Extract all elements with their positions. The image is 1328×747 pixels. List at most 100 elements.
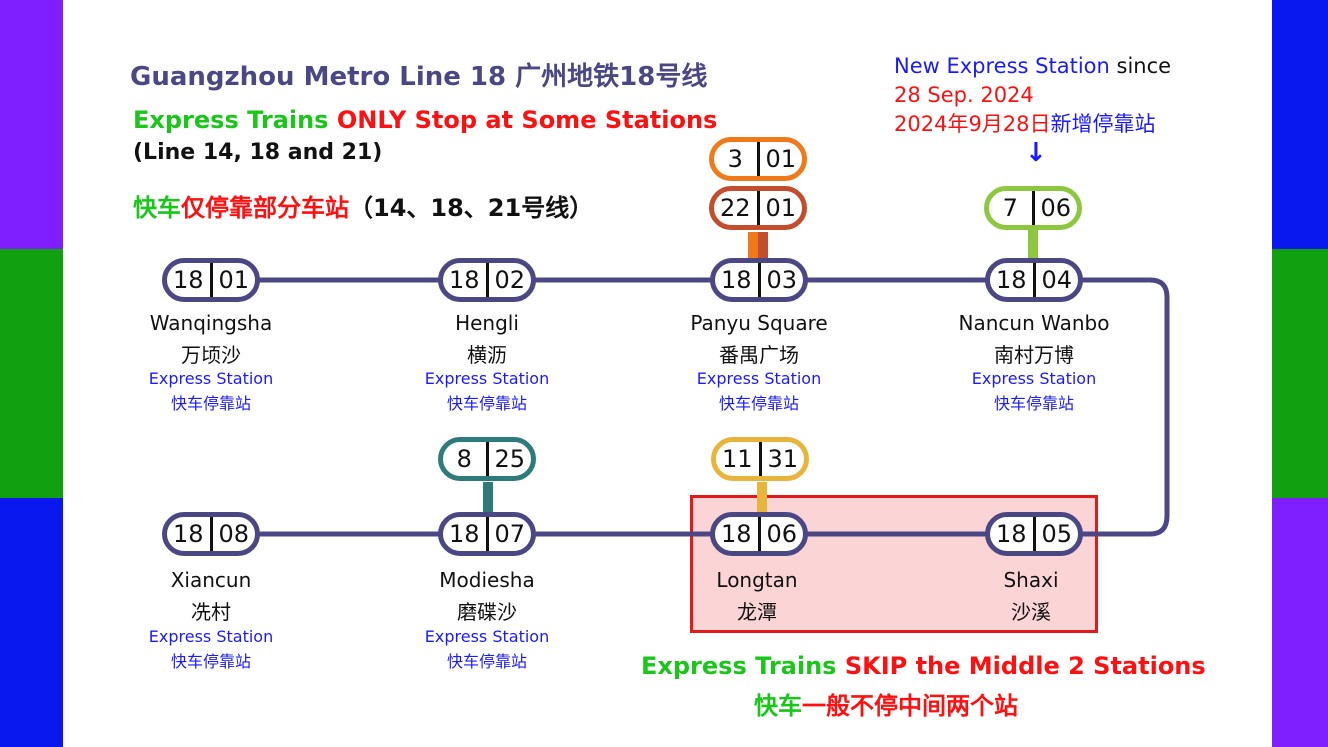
pill-num: 08 [218, 520, 250, 548]
station-name-modiesha: Modiesha 磨碟沙 [387, 568, 587, 625]
transfer-pill-line8[interactable]: 8 25 [438, 437, 536, 481]
connector-22 [748, 232, 758, 260]
express-label-1807: Express Station 快车停靠站 [387, 627, 587, 672]
express-label-en: Express Station [424, 369, 550, 388]
pill-num: 02 [494, 266, 526, 294]
express-label-en: Express Station [148, 627, 274, 646]
station-name-cn: 南村万博 [994, 343, 1074, 367]
express-label-en: Express Station [971, 369, 1097, 388]
pill-num: 06 [766, 520, 798, 548]
pill-line: 18 [172, 520, 204, 548]
pill-num: 25 [494, 445, 526, 473]
notice-arrow-icon: ↓ [1025, 138, 1047, 168]
station-name-en: Hengli [455, 311, 519, 335]
station-name-hengli: Hengli 横沥 [387, 311, 587, 368]
pill-num: 04 [1041, 266, 1073, 294]
station-name-en: Xiancun [170, 568, 252, 592]
new-express-notice: New Express Station since 28 Sep. 2024 2… [894, 52, 1171, 139]
express-label-cn: 快车停靠站 [446, 652, 527, 671]
connector-8 [483, 482, 493, 512]
subtitle-en: Express Trains ONLY Stop at Some Station… [133, 106, 717, 134]
pill-line: 18 [720, 520, 752, 548]
pill-line: 3 [727, 145, 743, 173]
notice-date-en: 28 Sep. 2024 [894, 83, 1034, 107]
transfer-pill-line7[interactable]: 7 06 [984, 186, 1082, 230]
pill-line: 8 [456, 445, 472, 473]
subtitle-cn-lines: （14、18、21号线） [349, 194, 594, 222]
skip-note-cn-express: 快车 [754, 692, 802, 720]
station-name-en: Nancun Wanbo [958, 311, 1110, 335]
express-label-1808: Express Station 快车停靠站 [111, 627, 311, 672]
station-name-en: Wanqingsha [149, 311, 273, 335]
station-name-cn: 万顷沙 [181, 343, 241, 367]
page-title: Guangzhou Metro Line 18 广州地铁18号线 [130, 62, 708, 92]
express-label-cn: 快车停靠站 [170, 652, 251, 671]
pill-line: 11 [721, 445, 753, 473]
station-name-xiancun: Xiancun 冼村 [111, 568, 311, 625]
pill-num: 01 [765, 194, 797, 222]
connector-7 [1028, 228, 1038, 258]
station-name-cn: 磨碟沙 [457, 600, 517, 624]
express-label-en: Express Station [696, 369, 822, 388]
pill-line: 7 [1002, 194, 1018, 222]
station-name-en: Longtan [716, 568, 798, 592]
pill-line: 18 [995, 266, 1027, 294]
station-name-cn: 沙溪 [1011, 600, 1051, 624]
subtitle-express: Express Trains [133, 106, 329, 134]
pill-num: 05 [1041, 520, 1073, 548]
express-label-cn: 快车停靠站 [718, 394, 799, 413]
subtitle-only: ONLY Stop at Some Stations [336, 106, 718, 134]
pill-num: 31 [767, 445, 799, 473]
express-label-cn: 快车停靠站 [446, 394, 527, 413]
station-name-wanqingsha: Wanqingsha 万顷沙 [111, 311, 311, 368]
skip-note-cn: 快车一般不停中间两个站 [754, 686, 1018, 721]
left-band-blue [0, 498, 63, 747]
station-name-cn: 番禺广场 [719, 343, 799, 367]
pill-line: 18 [448, 266, 480, 294]
skip-note-en: Express Trains SKIP the Middle 2 Station… [641, 652, 1206, 680]
station-name-cn: 冼村 [191, 600, 231, 624]
express-label-en: Express Station [424, 627, 550, 646]
subtitle-cn-express: 快车 [133, 194, 181, 222]
notice-cn-new: 新增停靠站 [1050, 112, 1156, 136]
transfer-pill-line22[interactable]: 22 01 [709, 186, 807, 230]
notice-date-cn: 2024年9月28日 [894, 112, 1051, 136]
express-label-cn: 快车停靠站 [170, 394, 251, 413]
station-name-cn: 龙潭 [737, 600, 777, 624]
skip-note-skip: SKIP the Middle 2 Stations [844, 652, 1206, 680]
right-band-blue [1272, 0, 1328, 249]
skip-note-express: Express Trains [641, 652, 837, 680]
express-label-1804: Express Station 快车停靠站 [934, 369, 1134, 414]
notice-new-express: New Express Station [894, 54, 1110, 78]
skip-note-cn-skip: 一般不停中间两个站 [802, 692, 1018, 720]
transfer-pill-line11[interactable]: 11 31 [711, 437, 809, 481]
subtitle-lines: (Line 14, 18 and 21) [133, 140, 383, 165]
station-name-en: Panyu Square [690, 311, 828, 335]
pill-line: 22 [719, 194, 751, 222]
pill-num: 06 [1040, 194, 1072, 222]
station-name-en: Modiesha [439, 568, 535, 592]
express-label-1803: Express Station 快车停靠站 [659, 369, 859, 414]
pill-num: 01 [218, 266, 250, 294]
express-label-1802: Express Station 快车停靠站 [387, 369, 587, 414]
pill-num: 01 [765, 145, 797, 173]
pill-num: 07 [494, 520, 526, 548]
express-label-cn: 快车停靠站 [993, 394, 1074, 413]
station-name-panyu-square: Panyu Square 番禺广场 [659, 311, 859, 368]
left-band-green [0, 249, 63, 498]
transfer-pill-line3[interactable]: 3 01 [709, 137, 807, 181]
pill-line: 18 [720, 266, 752, 294]
pill-num: 03 [766, 266, 798, 294]
station-name-shaxi: Shaxi 沙溪 [931, 568, 1131, 625]
station-name-en: Shaxi [1003, 568, 1059, 592]
pill-line: 18 [172, 266, 204, 294]
